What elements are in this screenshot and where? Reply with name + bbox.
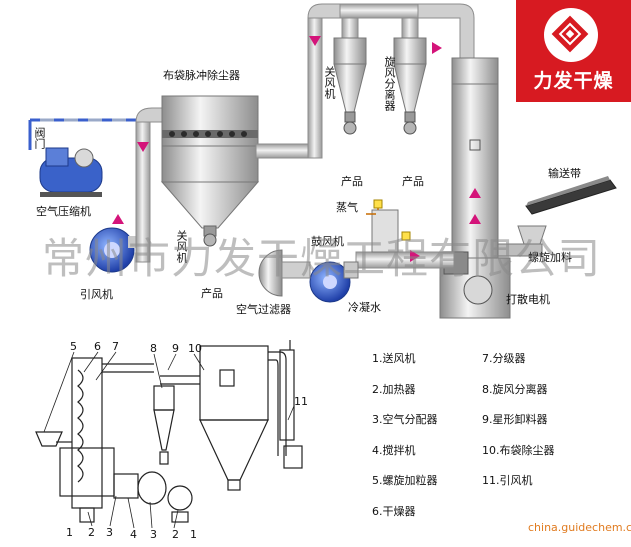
part-number: 3 (106, 526, 113, 539)
source-site: china.guidechem.com (528, 521, 631, 534)
cyclone-separator-1 (333, 17, 367, 135)
brand-logo: 力发干燥 (516, 0, 631, 102)
part-number: 1 (190, 528, 197, 541)
logo-emblem (544, 8, 598, 62)
heater (371, 209, 399, 253)
legend-item: 8.旋风分离器 (482, 383, 548, 396)
steam-valve (373, 199, 383, 209)
screw-feeder (497, 225, 547, 257)
legend-item: 6.干燥器 (372, 505, 416, 518)
legend-item: 3.空气分配器 (372, 413, 438, 426)
label-air-filter: 空气过滤器 (236, 303, 291, 316)
cyclone-separator-2 (393, 17, 427, 135)
conveyor-belt (525, 176, 617, 215)
air-filter (258, 249, 311, 297)
label-closed-fan-mid: 关风机 (323, 66, 336, 99)
part-number: 5 (70, 340, 77, 353)
flow-arrow (309, 36, 321, 46)
label-product-mid: 产品 (341, 175, 363, 188)
logo-text: 力发干燥 (533, 70, 614, 92)
part-number: 7 (112, 340, 119, 353)
flow-arrow (112, 214, 124, 224)
schematic (35, 340, 303, 523)
part-number: 11 (294, 395, 308, 408)
label-disperser-motor: 打散电机 (506, 293, 550, 306)
part-number: 4 (130, 528, 137, 541)
legend-item: 7.分级器 (482, 352, 526, 365)
part-number: 3 (150, 528, 157, 541)
label-product-left: 产品 (201, 287, 223, 300)
label-induced-fan: 引风机 (80, 288, 113, 301)
legend-item: 11.引风机 (482, 474, 533, 487)
label-product-right: 产品 (402, 175, 424, 188)
label-cyclone: 旋风分离器 (383, 56, 396, 111)
flash-dryer-column (439, 57, 511, 319)
company-watermark: 常州市力发干燥工程有限公司 (42, 234, 602, 283)
flow-arrow (410, 250, 420, 262)
label-screw-feeder: 螺旋加料 (528, 251, 572, 264)
pipe-top-horizontal (339, 3, 421, 19)
part-number: 2 (172, 528, 179, 541)
part-number: 10 (188, 342, 202, 355)
flow-arrow (432, 42, 442, 54)
condensate-valve (401, 231, 411, 241)
legend-item: 10.布袋除尘器 (482, 444, 555, 457)
legend-item: 9.星形卸料器 (482, 413, 548, 426)
part-number: 2 (88, 526, 95, 539)
legend-item: 2.加热器 (372, 383, 416, 396)
label-bag-filter: 布袋脉冲除尘器 (163, 69, 240, 82)
flow-arrow (137, 142, 149, 152)
hot-air-duct (355, 251, 455, 269)
label-blower: 鼓风机 (311, 235, 344, 248)
label-steam: 蒸气 (336, 201, 358, 214)
flow-arrow (469, 188, 481, 198)
part-number: 6 (94, 340, 101, 353)
blower (309, 261, 359, 303)
label-conveyor: 输送带 (548, 167, 581, 180)
label-condensate: 冷凝水 (348, 301, 381, 314)
bag-pulse-dust-collector (160, 95, 260, 247)
legend-item: 5.螺旋加粒器 (372, 474, 438, 487)
legend-item: 4.搅拌机 (372, 444, 416, 457)
legend-item: 1.送风机 (372, 352, 416, 365)
air-compressor (39, 147, 103, 197)
pipe-cyclone-to-dryer (417, 3, 475, 61)
label-valve: 阀门 (33, 127, 46, 149)
flow-arrows (112, 36, 481, 262)
flow-arrow (469, 214, 481, 224)
part-number: 1 (66, 526, 73, 539)
part-number: 8 (150, 342, 157, 355)
schematic-leaders (43, 351, 295, 529)
part-number: 9 (172, 342, 179, 355)
label-compressor: 空气压缩机 (36, 205, 91, 218)
label-closed-fan-left: 关风机 (175, 230, 188, 263)
